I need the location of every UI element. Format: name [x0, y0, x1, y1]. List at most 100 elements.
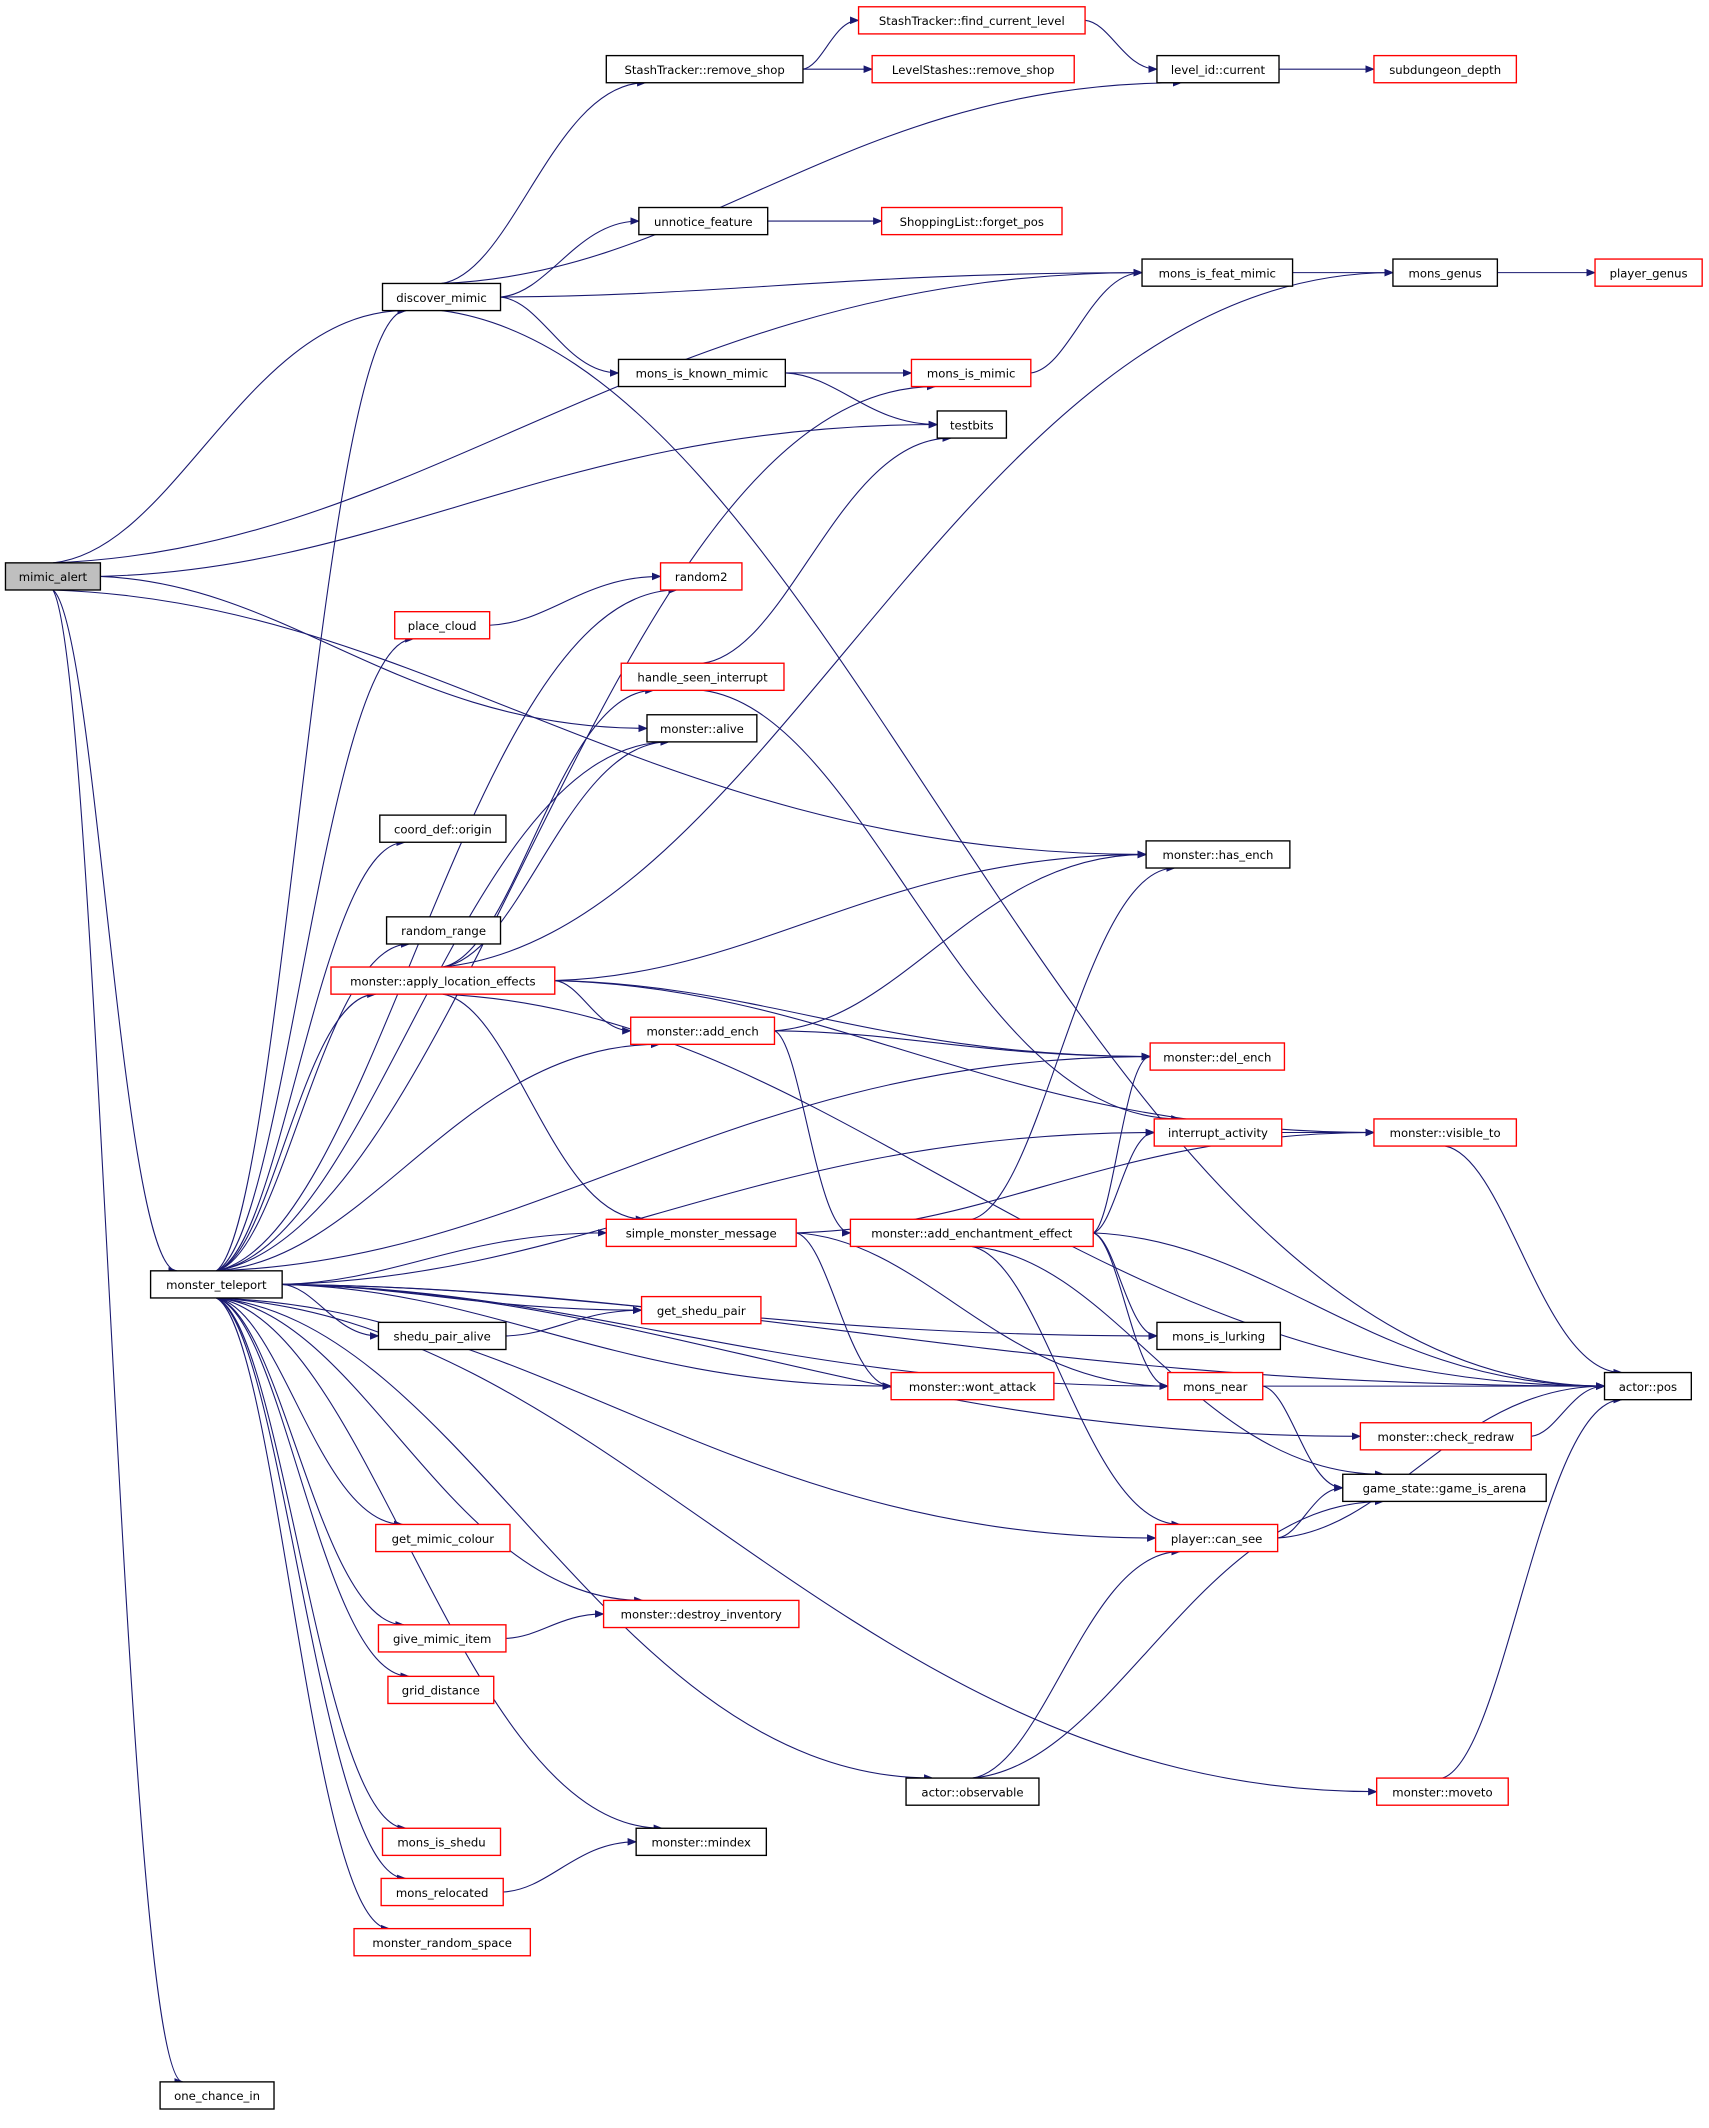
edge-can_see-to-actor_pos [1277, 1382, 1606, 1539]
node-box [375, 1523, 511, 1553]
edge-monster_teleport-to-alive [216, 738, 670, 1272]
node-del-ench[interactable]: monster::del_ench [1149, 1042, 1286, 1071]
node-level-current[interactable]: level_id::current [1156, 54, 1280, 84]
node-one-chance-in[interactable]: one_chance_in [159, 2081, 275, 2110]
node-mons-is-lurking[interactable]: mons_is_lurking [1156, 1321, 1282, 1351]
node-moveto[interactable]: monster::moveto [1375, 1777, 1509, 1806]
edge-mimic_alert-to-testbits [100, 420, 939, 577]
node-label: handle_seen_interrupt [637, 671, 768, 685]
node-wont-attack[interactable]: monster::wont_attack [890, 1371, 1055, 1401]
node-label: get_shedu_pair [657, 1304, 746, 1318]
node-handle-seen-interrupt[interactable]: handle_seen_interrupt [620, 662, 785, 692]
node-add-enchantment-effect[interactable]: monster::add_enchantment_effect [849, 1218, 1094, 1248]
node-can-see[interactable]: player::can_see [1154, 1523, 1279, 1553]
node-game-is-arena[interactable]: game_state::game_is_arena [1342, 1473, 1547, 1503]
edge-monster_teleport-to-interrupt_activity [282, 1128, 1156, 1285]
node-mons-is-shedu[interactable]: mons_is_shedu [381, 1827, 502, 1857]
node-mons-is-feat-mimic[interactable]: mons_is_feat_mimic [1141, 258, 1294, 287]
node-label: actor::observable [921, 1785, 1023, 1799]
edge-monster_teleport-to-mindex [216, 1297, 664, 1833]
node-check-redraw[interactable]: monster::check_redraw [1359, 1422, 1532, 1451]
node-label: give_mimic_item [393, 1632, 491, 1646]
edges [52, 16, 1623, 2086]
node-box [159, 2081, 275, 2110]
node-box [620, 662, 785, 692]
node-box [849, 1218, 1094, 1248]
node-get-mimic-colour[interactable]: get_mimic_colour [375, 1523, 511, 1553]
edge-can_see-to-game_is_arena [1277, 1484, 1344, 1539]
node-label: StashTracker::find_current_level [879, 14, 1065, 28]
edge-add_enchantment_effect-to-mons_near [1092, 1232, 1169, 1390]
node-label: testbits [950, 418, 994, 432]
node-box [659, 562, 743, 591]
node-label: StashTracker::remove_shop [624, 63, 784, 77]
node-actor-pos[interactable]: actor::pos [1603, 1371, 1693, 1401]
node-destroy-inventory[interactable]: monster::destroy_inventory [602, 1599, 800, 1629]
edge-mimic_alert-to-alive [100, 575, 648, 733]
edge-monster_teleport-to-grid_distance [216, 1297, 411, 1681]
node-box [1342, 1473, 1547, 1503]
node-monster-teleport[interactable]: monster_teleport [149, 1270, 283, 1299]
node-box [936, 410, 1008, 439]
node-shedu-pair-alive[interactable]: shedu_pair_alive [377, 1321, 507, 1351]
edge-discover_mimic-to-unnotice_feature [500, 217, 640, 298]
node-box [1145, 840, 1291, 869]
node-apply-location-effects[interactable]: monster::apply_location_effects [330, 966, 556, 995]
node-forget-pos[interactable]: ShoppingList::forget_pos [880, 206, 1063, 236]
node-mindex[interactable]: monster::mindex [635, 1827, 768, 1857]
edge-monster_teleport-to-apply_location_effects [216, 990, 377, 1272]
node-box [1156, 1321, 1282, 1351]
node-visible-to[interactable]: monster::visible_to [1373, 1118, 1518, 1147]
node-player-genus[interactable]: player_genus [1594, 258, 1703, 287]
node-label: monster_random_space [372, 1936, 512, 1950]
node-remove-shop[interactable]: StashTracker::remove_shop [605, 54, 804, 84]
node-box [880, 206, 1063, 236]
edge-apply_location_effects-to-add_ench [554, 980, 632, 1035]
node-place-cloud[interactable]: place_cloud [394, 611, 491, 640]
node-has-ench[interactable]: monster::has_ench [1145, 840, 1291, 869]
node-give-mimic-item[interactable]: give_mimic_item [377, 1624, 507, 1653]
node-interrupt-activity[interactable]: interrupt_activity [1153, 1118, 1283, 1147]
edge-apply_location_effects-to-simple_monster_message [442, 993, 646, 1224]
edge-simple_monster_message-to-mons_near [796, 1232, 1169, 1390]
edge-monster_teleport-to-wont_attack [282, 1283, 893, 1390]
node-label: actor::pos [1619, 1380, 1677, 1394]
node-find-current-level[interactable]: StashTracker::find_current_level [857, 6, 1086, 35]
node-mons-relocated[interactable]: mons_relocated [380, 1877, 504, 1907]
node-subdungeon-depth[interactable]: subdungeon_depth [1373, 54, 1518, 84]
edge-discover_mimic-to-remove_shop [441, 78, 647, 284]
node-ls-remove-shop[interactable]: LevelStashes::remove_shop [871, 54, 1075, 84]
edge-mons_is_known_mimic-to-testbits [785, 372, 939, 429]
node-mons-is-known-mimic[interactable]: mons_is_known_mimic [617, 358, 787, 388]
node-simple-monster-message[interactable]: simple_monster_message [605, 1218, 797, 1248]
edge-mons_near-to-game_is_arena [1262, 1385, 1344, 1492]
edge-add_enchantment_effect-to-actor_pos [1093, 1232, 1606, 1390]
node-mons-genus[interactable]: mons_genus [1392, 258, 1499, 287]
node-unnotice-feature[interactable]: unnotice_feature [638, 206, 769, 236]
node-label: mons_relocated [396, 1886, 489, 1900]
node-get-shedu-pair[interactable]: get_shedu_pair [640, 1295, 762, 1325]
node-grid-distance[interactable]: grid_distance [387, 1675, 495, 1705]
edge-add_ench-to-has_ench [774, 850, 1148, 1032]
node-discover-mimic[interactable]: discover_mimic [381, 282, 502, 312]
node-mons-near[interactable]: mons_near [1167, 1371, 1264, 1401]
node-random2[interactable]: random2 [659, 562, 743, 591]
edge-handle_seen_interrupt-to-interrupt_activity [702, 689, 1181, 1123]
node-observable[interactable]: actor::observable [905, 1777, 1040, 1806]
node-box [646, 714, 758, 743]
node-box [905, 1777, 1040, 1806]
node-label: player::can_see [1171, 1532, 1262, 1546]
node-monster-random-space[interactable]: monster_random_space [353, 1927, 532, 1957]
edge-add_ench-to-add_enchantment_effect [774, 1030, 852, 1237]
edge-discover_mimic-to-level_current [441, 78, 1183, 285]
node-alive[interactable]: monster::alive [646, 714, 758, 743]
node-box [1167, 1371, 1264, 1401]
node-mimic-alert[interactable]: mimic_alert [4, 562, 102, 591]
node-label: LevelStashes::remove_shop [892, 63, 1055, 77]
node-origin[interactable]: coord_def::origin [379, 814, 507, 843]
node-add-ench[interactable]: monster::add_ench [630, 1016, 776, 1046]
node-random-range[interactable]: random_range [385, 916, 502, 945]
node-box [871, 54, 1075, 84]
node-mons-is-mimic[interactable]: mons_is_mimic [910, 358, 1032, 388]
node-testbits[interactable]: testbits [936, 410, 1008, 439]
